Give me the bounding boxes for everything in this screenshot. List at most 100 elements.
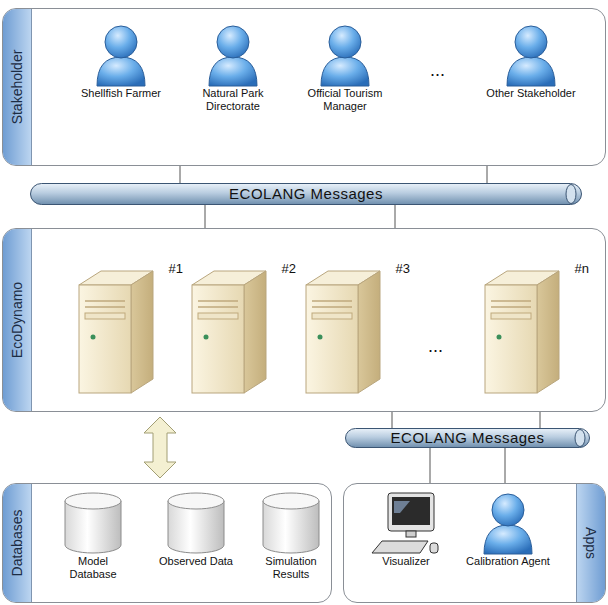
server-slot <box>312 306 352 308</box>
node-label: #2 <box>282 261 296 277</box>
connector-line <box>540 412 541 428</box>
server-front <box>306 285 358 393</box>
pipe-end <box>566 185 576 204</box>
node-label: Stakeholder <box>9 50 25 125</box>
mouse <box>430 543 438 553</box>
server-led <box>91 335 96 340</box>
node-label: Apps <box>583 527 599 559</box>
server-drive <box>198 313 238 319</box>
actor-node: Other Stakeholder <box>476 23 586 143</box>
ellipsis-label: ... <box>430 60 445 81</box>
actor-node: Natural Park Directorate <box>178 23 288 143</box>
node-label: ECOLANG Messages <box>345 428 590 448</box>
server-side <box>537 271 559 393</box>
person-body <box>507 57 555 86</box>
server-icon <box>71 263 161 395</box>
connector-line <box>487 166 488 183</box>
node-label: Natural Park Directorate <box>178 87 288 113</box>
panel-band: Databases <box>3 484 32 602</box>
message-bus: ECOLANG Messages <box>30 183 582 205</box>
layer-panel: DatabasesModel Database Observed Data Simu… <box>2 483 332 603</box>
person-icon <box>205 23 261 87</box>
database-cylinder <box>261 491 321 555</box>
server-side <box>358 271 380 393</box>
server-slot <box>85 300 125 302</box>
connector-line <box>430 448 431 483</box>
server-front <box>485 285 537 393</box>
actor-node: Official Tourism Manager <box>289 23 401 143</box>
double-arrow <box>144 417 176 478</box>
cylinder-top <box>263 493 319 509</box>
layer-panel: AppsVisualizer Calibration Agent <box>343 483 606 603</box>
server-slot <box>198 306 238 308</box>
monitor-stand <box>406 531 416 537</box>
server-drive <box>85 313 125 319</box>
node-label: Shellfish Farmer <box>81 87 161 100</box>
layer-panel: EcoDynamo#1#2#3#n <box>2 228 606 412</box>
person-body <box>321 57 369 86</box>
node-label: ECOLANG Messages <box>30 183 582 205</box>
database-node: Model Database <box>53 491 133 599</box>
server-front <box>79 285 131 393</box>
server-led <box>497 335 502 340</box>
screen-glare <box>394 501 410 513</box>
person-icon <box>317 23 373 87</box>
node-label: Calibration Agent <box>466 555 550 568</box>
server-drive <box>491 313 531 319</box>
panel-band: Stakeholder <box>3 9 32 165</box>
server-slot <box>85 306 125 308</box>
server-node: #1 <box>71 263 183 397</box>
server-slot <box>312 300 352 302</box>
connector-line <box>392 412 393 428</box>
pipe-body <box>31 184 582 205</box>
server-node: #2 <box>184 263 296 397</box>
panel-band: Apps <box>576 484 605 602</box>
server-node: #n <box>477 263 589 397</box>
cylinder-top <box>168 493 224 509</box>
person-icon <box>93 23 149 87</box>
person-head <box>105 26 137 58</box>
person-body <box>97 57 145 86</box>
server-slot <box>198 300 238 302</box>
node-label: Databases <box>9 510 25 577</box>
node-label: Simulation Results <box>251 555 331 581</box>
connector-line <box>505 448 506 483</box>
server-icon <box>298 263 388 395</box>
database-cylinder <box>166 491 226 555</box>
person-head <box>492 494 524 526</box>
ellipsis-label: ... <box>428 336 443 357</box>
database-node: Simulation Results <box>251 491 331 599</box>
node-label: #1 <box>169 261 183 277</box>
node-label: Observed Data <box>159 555 233 568</box>
server-icon <box>477 263 567 395</box>
person-body <box>484 525 532 554</box>
node-label: Official Tourism Manager <box>289 87 401 113</box>
database-node: Observed Data <box>156 491 236 599</box>
server-led <box>204 335 209 340</box>
person-head <box>217 26 249 58</box>
node-label: Visualizer <box>382 555 430 568</box>
person-body <box>209 57 257 86</box>
person-head <box>515 26 547 58</box>
actor-node: Calibration Agent <box>463 491 553 599</box>
server-side <box>131 271 153 393</box>
person-icon <box>480 491 536 555</box>
server-side <box>244 271 266 393</box>
person-icon <box>503 23 559 87</box>
computer-node: Visualizer <box>361 491 451 599</box>
pipe-body <box>346 429 590 448</box>
node-label: Other Stakeholder <box>486 87 575 100</box>
panel-band: EcoDynamo <box>3 229 32 411</box>
server-slot <box>491 306 531 308</box>
monitor-screen <box>392 497 430 525</box>
connector-line <box>395 205 396 228</box>
pipe-end <box>575 430 585 447</box>
monitor-frame <box>388 493 434 531</box>
node-label: Model Database <box>53 555 133 581</box>
connector-line <box>180 166 181 183</box>
node-label: #n <box>575 261 589 277</box>
keyboard <box>372 541 428 553</box>
connector-line <box>205 205 206 228</box>
server-slot <box>491 300 531 302</box>
person-head <box>329 26 361 58</box>
